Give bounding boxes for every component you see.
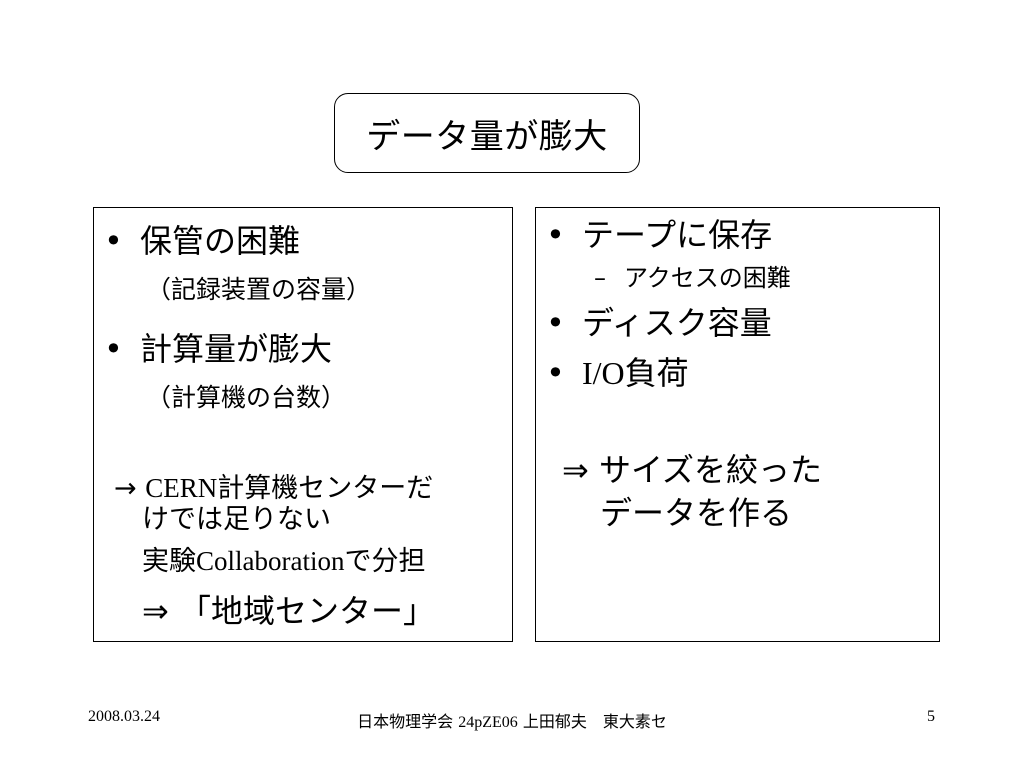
regional-center-text: 「地域センター」 bbox=[178, 592, 435, 630]
left-note-line3: 実験Collaborationで分担 bbox=[142, 546, 425, 577]
right-conclusion-line1: ⇒ サイズを絞った bbox=[562, 445, 822, 491]
note-line1-text: 計算機センターだ bbox=[217, 473, 434, 504]
right-conclusion-line2: データを作る bbox=[600, 494, 793, 532]
footer-author: 上田郁夫 東大素セ bbox=[522, 712, 667, 731]
left-bullet-storage: • 保管の困難 bbox=[104, 216, 300, 262]
note-line3-a: 実験 bbox=[142, 546, 196, 577]
implies-icon: ⇒ bbox=[142, 592, 169, 630]
note-collaboration: Collaboration bbox=[196, 546, 345, 576]
footer-page-number: 5 bbox=[927, 708, 935, 725]
slide-title-box: データ量が膨大 bbox=[334, 93, 640, 173]
bullet-mark: • bbox=[546, 304, 565, 342]
footer-session: 24pZE06 bbox=[458, 714, 518, 731]
note-line3-c: で分担 bbox=[344, 546, 426, 577]
right-bullet-tape-label: テープに保存 bbox=[582, 216, 773, 254]
right-bullet-tape-sub: –アクセスの困難 bbox=[594, 258, 791, 293]
left-bullet-computation: • 計算量が膨大 bbox=[104, 324, 332, 370]
right-bullet-io-a: I/O bbox=[582, 355, 625, 391]
left-note-line2: けでは足りない bbox=[142, 504, 331, 535]
note-cern: CERN bbox=[145, 473, 218, 503]
slide-title: データ量が膨大 bbox=[366, 116, 608, 157]
right-bullet-disk: • ディスク容量 bbox=[546, 298, 772, 344]
right-bullet-disk-label: ディスク容量 bbox=[582, 304, 772, 342]
left-bullet-computation-label: 計算量が膨大 bbox=[140, 330, 333, 368]
left-note-line4: ⇒ 「地域センター」 bbox=[142, 586, 435, 632]
footer-society: 日本物理学会 bbox=[357, 712, 454, 731]
left-bullet-storage-label: 保管の困難 bbox=[140, 222, 301, 260]
bullet-mark: • bbox=[104, 222, 123, 260]
right-bullet-tape-sub-label: アクセスの困難 bbox=[624, 264, 791, 292]
left-panel: • 保管の困難 （記録装置の容量） • 計算量が膨大 （計算機の台数） → CE… bbox=[93, 207, 513, 642]
right-bullet-io-b: 負荷 bbox=[624, 354, 689, 392]
arrow-icon: → bbox=[114, 473, 137, 504]
footer-date: 2008.03.24 bbox=[88, 708, 160, 725]
left-bullet-storage-sub: （記録装置の容量） bbox=[146, 275, 372, 304]
left-note-line1: → CERN計算機センターだ bbox=[114, 473, 433, 504]
bullet-mark: • bbox=[546, 354, 565, 392]
implies-icon: ⇒ bbox=[562, 451, 589, 489]
right-bullet-tape: • テープに保存 bbox=[546, 210, 772, 256]
dash-mark: – bbox=[594, 264, 606, 292]
left-bullet-computation-sub: （計算機の台数） bbox=[146, 383, 347, 412]
bullet-mark: • bbox=[546, 216, 565, 254]
conclusion-line1-text: サイズを絞った bbox=[598, 451, 823, 489]
bullet-mark: • bbox=[104, 330, 123, 368]
footer-center: 日本物理学会 24pZE06 上田郁夫 東大素セ bbox=[0, 708, 1024, 732]
